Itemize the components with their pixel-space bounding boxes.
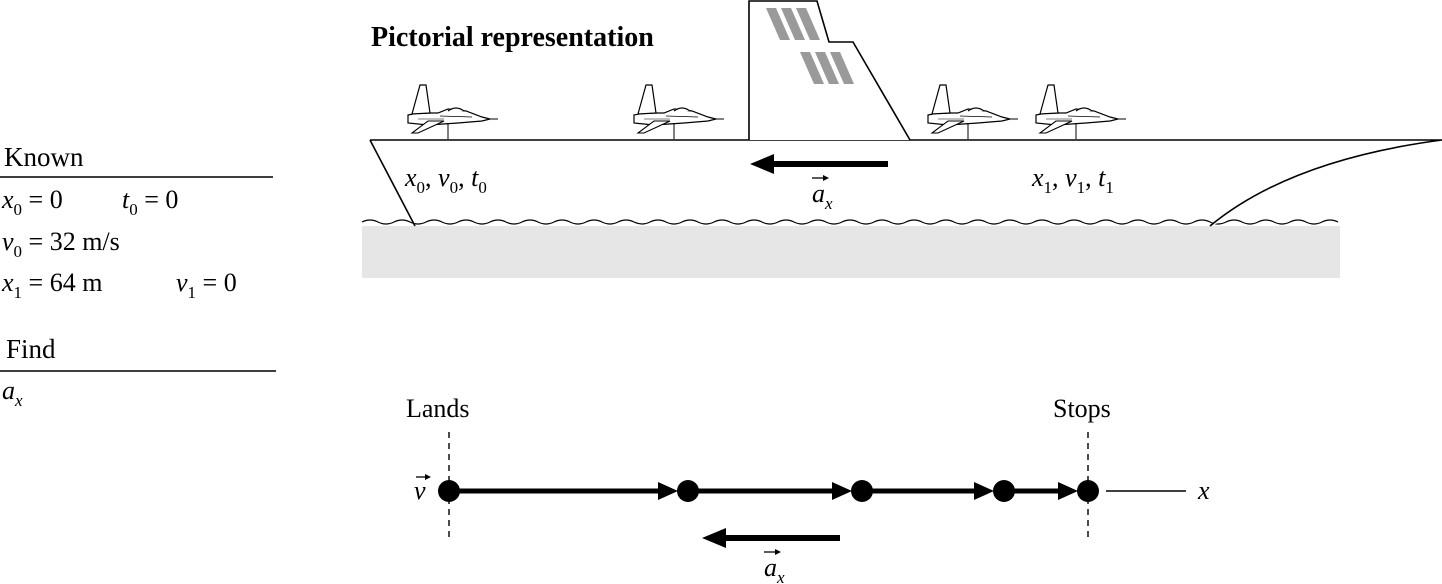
velocity-symbol: v bbox=[414, 474, 431, 505]
scene-accel-label: ax bbox=[812, 175, 833, 213]
position-dot-4 bbox=[993, 480, 1015, 502]
velocity-vector-head-2 bbox=[832, 482, 852, 500]
tower-stripes bbox=[766, 8, 854, 84]
known-line-3: x1 = 64 m v1 = 0 bbox=[1, 268, 237, 302]
jet-2 bbox=[633, 84, 725, 140]
motion-accel-label: ax bbox=[764, 549, 785, 584]
position-dot-5 bbox=[1077, 480, 1099, 502]
svg-text:ax: ax bbox=[812, 179, 833, 213]
position-dots bbox=[438, 480, 1099, 502]
known-line-2: v0 = 32 m/s bbox=[2, 227, 120, 261]
pictorial-title: Pictorial representation bbox=[371, 22, 654, 53]
start-state-label: x0, v0, t0 bbox=[404, 163, 487, 197]
known-panel: Known x0 = 0 t0 = 0 v0 = 32 m/s x1 = 64 … bbox=[0, 142, 273, 302]
velocity-vector-head-1 bbox=[658, 482, 678, 500]
find-symbol: ax bbox=[2, 376, 23, 410]
velocity-vector-head-4 bbox=[1058, 482, 1078, 500]
position-dot-1 bbox=[438, 480, 460, 502]
jet-3 bbox=[927, 84, 1019, 140]
known-heading: Known bbox=[4, 142, 84, 172]
end-state-label: x1, v1, t1 bbox=[1031, 163, 1114, 197]
motion-diagram: Lands Stops v x ax bbox=[406, 394, 1210, 584]
jet-1 bbox=[407, 84, 499, 140]
position-dot-3 bbox=[851, 480, 873, 502]
position-dot-2 bbox=[677, 480, 699, 502]
velocity-vector-head-3 bbox=[974, 482, 994, 500]
lands-label: Lands bbox=[406, 394, 470, 423]
find-panel: Find ax bbox=[0, 334, 276, 410]
svg-text:ax: ax bbox=[764, 553, 785, 584]
known-line-1: x0 = 0 t0 = 0 bbox=[1, 185, 178, 219]
find-heading: Find bbox=[6, 334, 56, 364]
scene-accel-arrow bbox=[750, 154, 888, 174]
motion-accel-arrow bbox=[702, 528, 840, 548]
hull bbox=[369, 139, 1442, 227]
svg-text:v: v bbox=[414, 476, 426, 505]
aircraft-carrier bbox=[361, 0, 1442, 278]
waterline bbox=[361, 219, 1339, 225]
jet-4 bbox=[1035, 84, 1127, 140]
water-band bbox=[362, 226, 1340, 278]
x-axis-label: x bbox=[1197, 476, 1210, 505]
stops-label: Stops bbox=[1053, 394, 1111, 423]
velocity-vectors bbox=[459, 482, 1078, 500]
